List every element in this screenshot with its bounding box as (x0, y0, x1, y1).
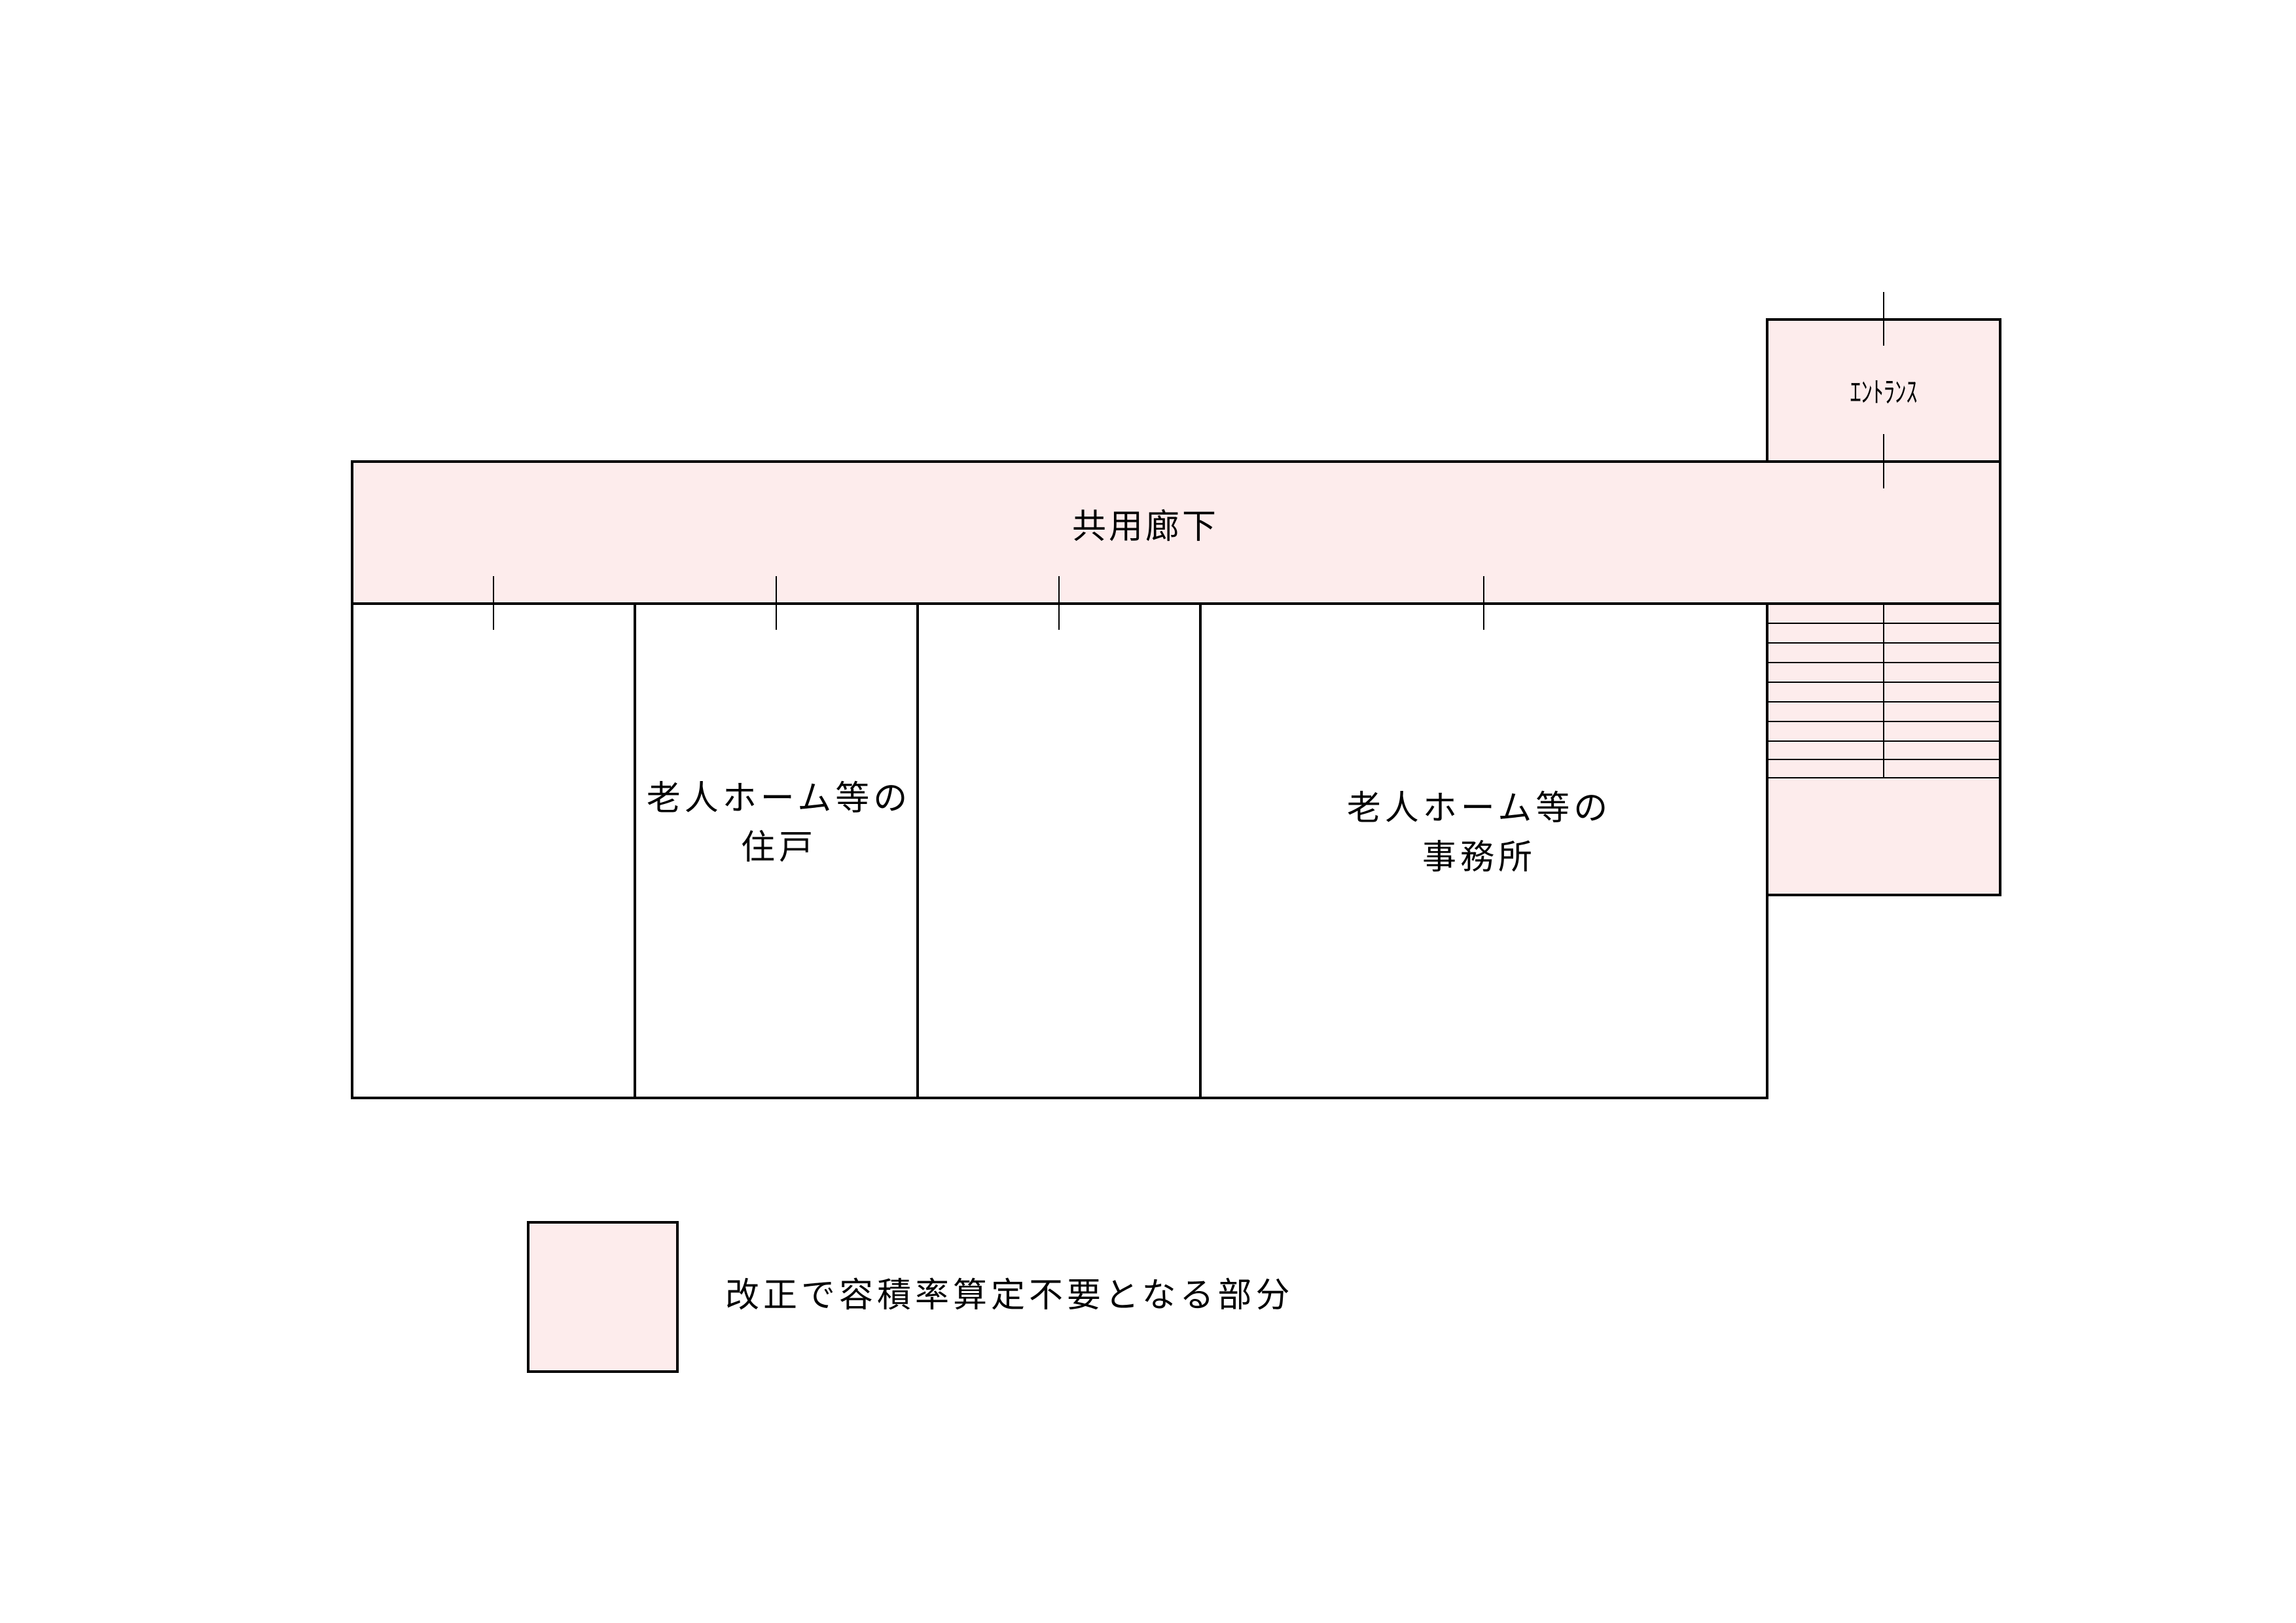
room-block (351, 602, 1768, 1099)
office-label: 老人ホーム等の 事務所 (1296, 784, 1662, 883)
office-label-line1: 老人ホーム等の (1346, 789, 1612, 828)
dwelling-label-line2: 住戸 (740, 828, 817, 868)
dwelling-label-line1: 老人ホーム等の (646, 779, 912, 818)
entrance-label: ｴﾝﾄﾗﾝｽ (1850, 376, 1918, 409)
shared-corridor-area (351, 460, 2001, 605)
legend-label: 改正で容積率算定不要となる部分 (725, 1276, 1294, 1315)
stair-treads (1767, 604, 2000, 778)
dwelling-label: 老人ホーム等の 住戸 (609, 775, 949, 873)
office-label-line2: 事務所 (1422, 838, 1536, 878)
corridor-label: 共用廊下 (1071, 507, 1219, 547)
office-room (1199, 602, 1768, 1099)
dwelling-unit-3 (916, 602, 1202, 1099)
dwelling-unit-2 (634, 602, 919, 1099)
legend-swatch (527, 1221, 679, 1373)
dwelling-unit-1 (351, 602, 636, 1099)
door-marks (493, 292, 1884, 630)
